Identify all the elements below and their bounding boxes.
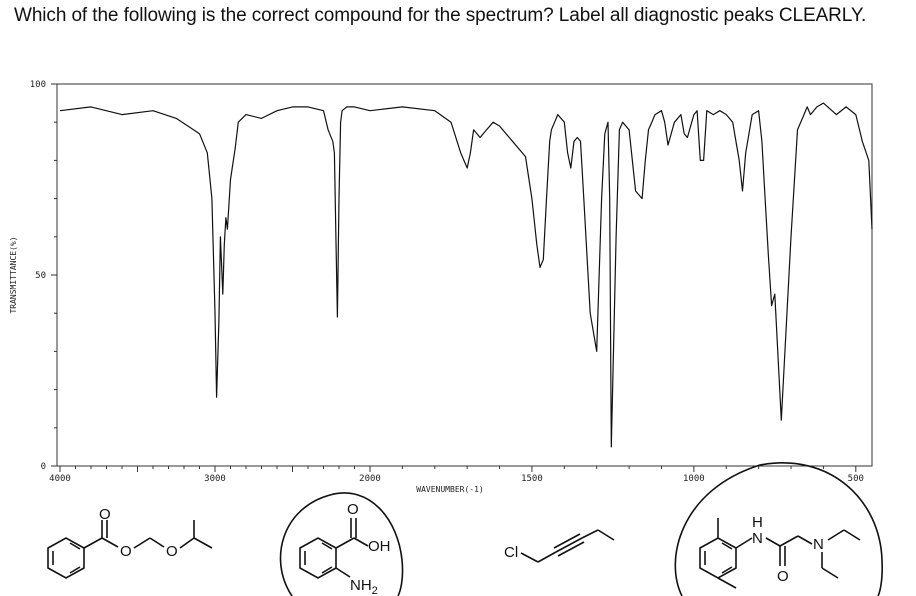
hand-drawn-circle bbox=[279, 492, 404, 596]
hand-drawn-circle bbox=[674, 462, 883, 596]
y-tick-labels: 100 50 0 bbox=[30, 80, 46, 472]
oxygen-atom: O bbox=[777, 568, 789, 585]
benzene-ring bbox=[47, 537, 85, 579]
x-tick-labels: 4000 3000 2000 1500 1000 500 bbox=[49, 474, 864, 484]
y-tick-label: 50 bbox=[35, 271, 46, 281]
molecule-option-1[interactable]: O O O bbox=[47, 506, 213, 579]
nitrogen-atom: N bbox=[752, 530, 763, 547]
oxygen-atom: O bbox=[120, 543, 132, 560]
y-tick-label: 100 bbox=[30, 80, 46, 90]
x-tick-label: 4000 bbox=[49, 474, 71, 484]
oxygen-atom: O bbox=[99, 506, 111, 523]
x-tick-label: 1000 bbox=[683, 474, 705, 484]
chlorine-atom: Cl bbox=[504, 544, 518, 561]
spectrum-line bbox=[59, 102, 873, 448]
question-text: Which of the following is the correct co… bbox=[14, 5, 867, 26]
oxygen-atom: O bbox=[347, 501, 359, 518]
x-tick-label: 500 bbox=[848, 474, 864, 484]
molecule-option-2[interactable]: O OH NH2 bbox=[279, 492, 404, 596]
amino-group: NH2 bbox=[350, 577, 378, 596]
molecule-option-4[interactable]: H N O N bbox=[674, 462, 883, 596]
y-tick-label: 0 bbox=[41, 462, 46, 472]
oxygen-atom: O bbox=[166, 543, 178, 560]
x-tick-label: 1500 bbox=[521, 474, 543, 484]
molecule-option-3[interactable]: Cl bbox=[504, 529, 615, 563]
plot-frame bbox=[56, 83, 873, 467]
axis-ticks bbox=[51, 83, 857, 472]
hydroxyl-group: OH bbox=[368, 538, 391, 555]
spectrum-trace bbox=[59, 102, 873, 448]
hydrogen-atom: H bbox=[752, 514, 763, 531]
y-axis-title: TRANSMITTANCE(%) bbox=[9, 236, 18, 313]
x-tick-label: 2000 bbox=[359, 474, 381, 484]
nitrogen-atom: N bbox=[813, 536, 824, 553]
x-axis-title: WAVENUMBER(-1) bbox=[416, 485, 483, 494]
x-tick-label: 3000 bbox=[204, 474, 226, 484]
